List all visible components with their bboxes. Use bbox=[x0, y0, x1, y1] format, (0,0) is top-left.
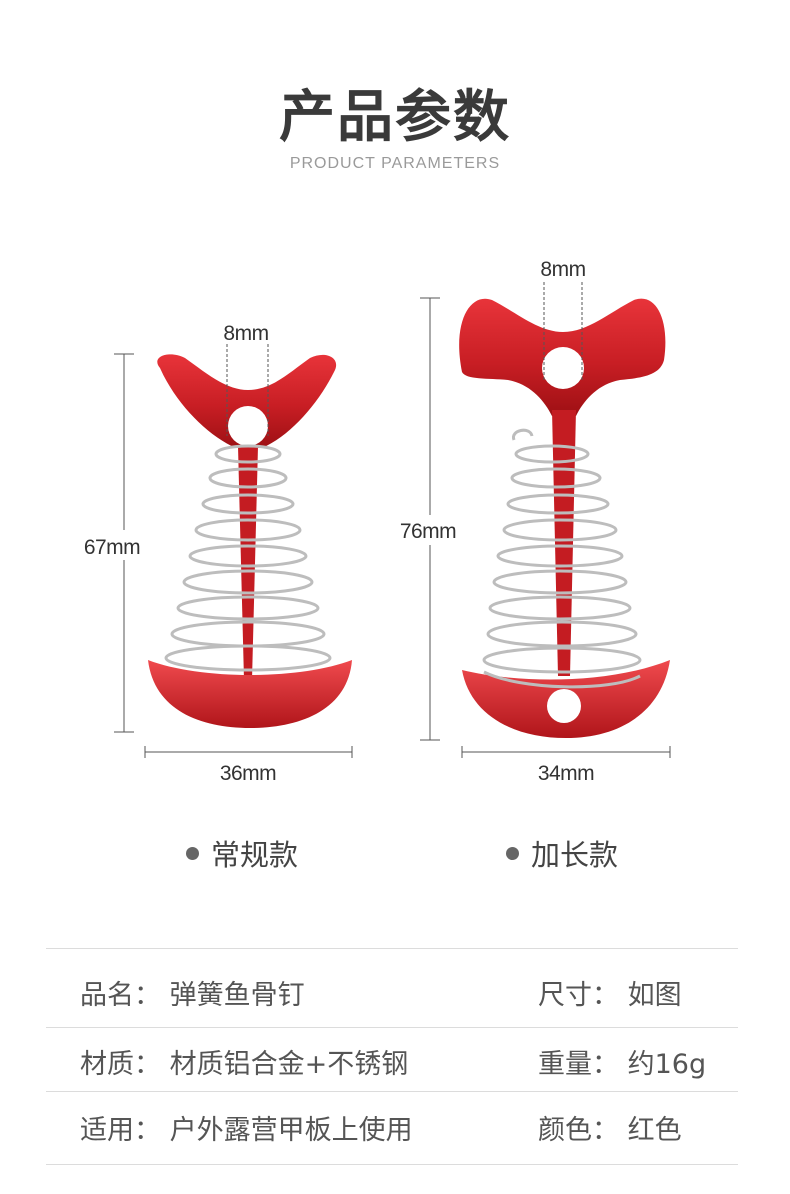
spec-label: 材质 bbox=[80, 1049, 134, 1080]
spec-label: 品名 bbox=[80, 980, 134, 1011]
extended-hole-label: 8mm bbox=[540, 258, 585, 281]
regular-head bbox=[157, 354, 337, 448]
spec-value: 约16g bbox=[627, 1049, 707, 1080]
regular-hole-label: 8mm bbox=[223, 322, 268, 345]
spec-value: 户外露营甲板上使用 bbox=[169, 1115, 413, 1146]
spec-row: 适用： 户外露营甲板上使用 颜色： 红色 bbox=[46, 1092, 738, 1165]
page-subtitle: PRODUCT PARAMETERS bbox=[289, 155, 501, 172]
spec-label: 颜色 bbox=[538, 1115, 592, 1146]
spec-label: 重量 bbox=[538, 1049, 592, 1080]
variant-label: 加长款 bbox=[531, 838, 619, 872]
spec-label: 适用 bbox=[80, 1115, 134, 1146]
bullet-icon bbox=[506, 846, 519, 860]
hole-icon bbox=[228, 406, 268, 446]
hole-icon bbox=[547, 689, 581, 723]
regular-base bbox=[148, 660, 352, 728]
spec-table: 品名： 弹簧鱼骨钉 尺寸： 如图 材质： 材质铝合金+不锈钢 重量： 约16g … bbox=[46, 948, 738, 1165]
page-title: 产品参数 bbox=[279, 85, 511, 150]
extended-width-label: 34mm bbox=[538, 762, 594, 785]
variant-extended: 加长款 bbox=[506, 832, 618, 874]
regular-spring bbox=[164, 444, 332, 672]
variant-regular: 常规款 bbox=[186, 832, 298, 874]
regular-peg: 67mm 36mm 8mm bbox=[76, 322, 353, 785]
extended-spring bbox=[482, 428, 642, 689]
variant-label: 常规款 bbox=[211, 838, 299, 872]
extended-peg: 76mm 34mm 8mm bbox=[390, 258, 671, 785]
spec-row: 材质： 材质铝合金+不锈钢 重量： 约16g bbox=[46, 1028, 738, 1092]
extended-height-label: 76mm bbox=[400, 520, 456, 543]
spec-value: 如图 bbox=[627, 980, 682, 1011]
regular-height-label: 67mm bbox=[84, 536, 140, 559]
spec-value: 红色 bbox=[627, 1115, 682, 1146]
spec-label: 尺寸 bbox=[538, 980, 592, 1011]
regular-width-label: 36mm bbox=[220, 762, 276, 785]
hole-icon bbox=[542, 347, 584, 389]
bullet-icon bbox=[186, 846, 199, 860]
product-illustration: 67mm 36mm 8mm bbox=[76, 258, 671, 785]
spec-value: 材质铝合金+不锈钢 bbox=[169, 1049, 409, 1080]
spec-row: 品名： 弹簧鱼骨钉 尺寸： 如图 bbox=[46, 949, 738, 1028]
spec-value: 弹簧鱼骨钉 bbox=[169, 980, 305, 1011]
